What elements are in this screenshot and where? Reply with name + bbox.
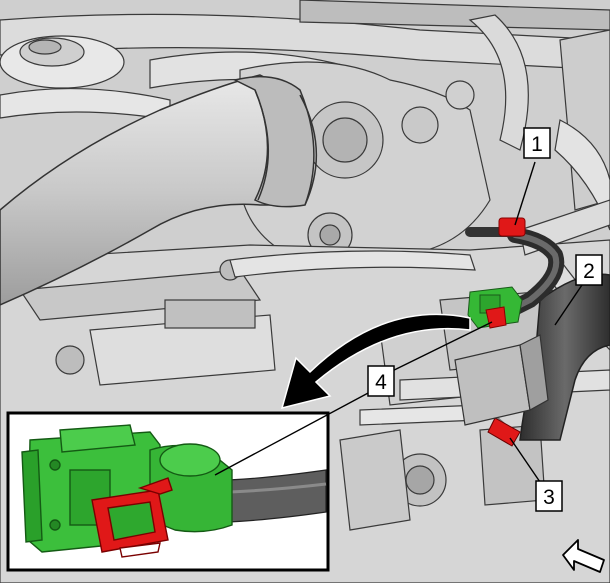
intake-duct bbox=[0, 74, 318, 306]
callout-4: 4 bbox=[367, 365, 395, 397]
callout-3-label: 3 bbox=[543, 486, 555, 509]
red-lock-clip bbox=[91, 477, 173, 558]
detail-inset bbox=[6, 411, 330, 572]
callout-1-label: 1 bbox=[531, 133, 543, 156]
callout-2-label: 2 bbox=[583, 260, 595, 283]
callout-1: 1 bbox=[523, 127, 551, 159]
curved-arrow-icon bbox=[280, 313, 471, 410]
callout-4-label: 4 bbox=[375, 371, 387, 394]
leader-lines bbox=[214, 161, 583, 483]
hollow-arrow-icon bbox=[562, 539, 605, 573]
callout-3: 3 bbox=[535, 480, 563, 512]
electrical-connector-installed bbox=[467, 286, 523, 329]
red-clip-1 bbox=[498, 217, 526, 237]
callout-2: 2 bbox=[575, 254, 603, 286]
mounting-bracket bbox=[454, 334, 549, 426]
